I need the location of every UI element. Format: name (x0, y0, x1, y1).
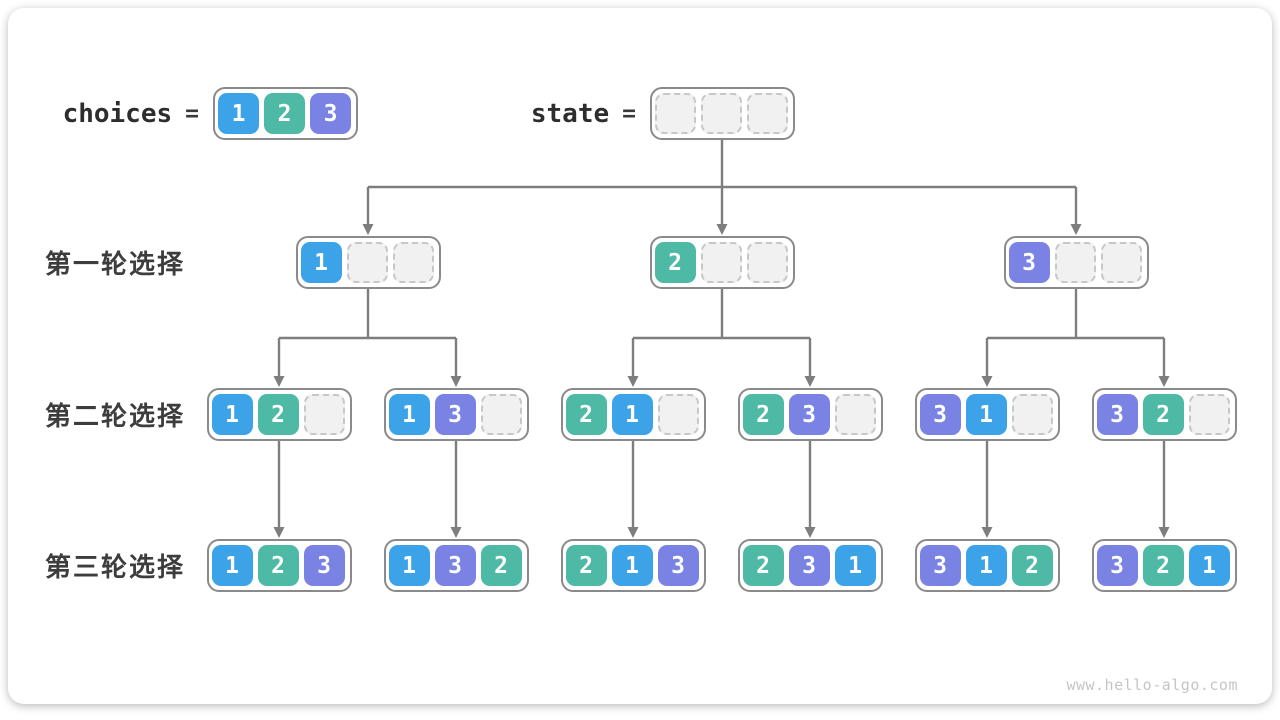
empty-cell (657, 394, 699, 435)
choices-header: choices = (0, 87, 199, 140)
round-3-label: 第三轮选择 (45, 552, 186, 582)
empty-cell (1100, 242, 1142, 283)
value-cell: 2 (565, 394, 607, 435)
value-cell: 1 (388, 545, 430, 586)
value-cell: 1 (300, 242, 342, 283)
state-header: state = (0, 87, 636, 140)
value-cell: 1 (1188, 545, 1230, 586)
empty-cell (303, 394, 345, 435)
empty-cell (1011, 394, 1053, 435)
value-cell: 2 (654, 242, 696, 283)
state-equals-sign: = (622, 100, 636, 127)
array-node: 3 (1003, 236, 1149, 289)
value-cell: 2 (742, 545, 784, 586)
empty-cell (746, 242, 788, 283)
choices-equals-sign: = (185, 100, 199, 127)
value-cell: 3 (303, 545, 345, 586)
empty-cell (834, 394, 876, 435)
value-cell: 2 (1142, 545, 1184, 586)
value-cell: 3 (434, 394, 476, 435)
value-cell: 3 (919, 394, 961, 435)
value-cell: 2 (257, 394, 299, 435)
empty-cell (700, 93, 742, 134)
round-1-label: 第一轮选择 (45, 249, 186, 279)
array-node: 2 (649, 236, 795, 289)
value-cell: 2 (264, 93, 305, 134)
value-cell: 2 (742, 394, 784, 435)
value-cell: 3 (788, 394, 830, 435)
empty-cell (1188, 394, 1230, 435)
value-cell: 3 (1096, 545, 1138, 586)
value-cell: 1 (388, 394, 430, 435)
value-cell: 1 (611, 545, 653, 586)
state-array (649, 87, 795, 140)
value-cell: 3 (788, 545, 830, 586)
value-cell: 1 (965, 545, 1007, 586)
array-node: 1 (295, 236, 441, 289)
value-cell: 1 (211, 394, 253, 435)
empty-cell (1054, 242, 1096, 283)
value-cell: 2 (257, 545, 299, 586)
empty-cell (346, 242, 388, 283)
value-cell: 3 (657, 545, 699, 586)
value-cell: 3 (1008, 242, 1050, 283)
empty-cell (746, 93, 788, 134)
value-cell: 3 (919, 545, 961, 586)
value-cell: 2 (1142, 394, 1184, 435)
value-cell: 1 (834, 545, 876, 586)
choices-label: choices (62, 98, 173, 129)
empty-cell (480, 394, 522, 435)
value-cell: 1 (965, 394, 1007, 435)
round-2-label: 第二轮选择 (45, 401, 186, 431)
watermark: www.hello-algo.com (1066, 676, 1238, 694)
value-cell: 1 (218, 93, 259, 134)
value-cell: 3 (1096, 394, 1138, 435)
value-cell: 1 (611, 394, 653, 435)
value-cell: 2 (480, 545, 522, 586)
value-cell: 2 (565, 545, 607, 586)
empty-cell (392, 242, 434, 283)
state-label: state (530, 98, 610, 129)
value-cell: 3 (434, 545, 476, 586)
value-cell: 1 (211, 545, 253, 586)
empty-cell (654, 93, 696, 134)
value-cell: 3 (310, 93, 351, 134)
value-cell: 2 (1011, 545, 1053, 586)
empty-cell (700, 242, 742, 283)
